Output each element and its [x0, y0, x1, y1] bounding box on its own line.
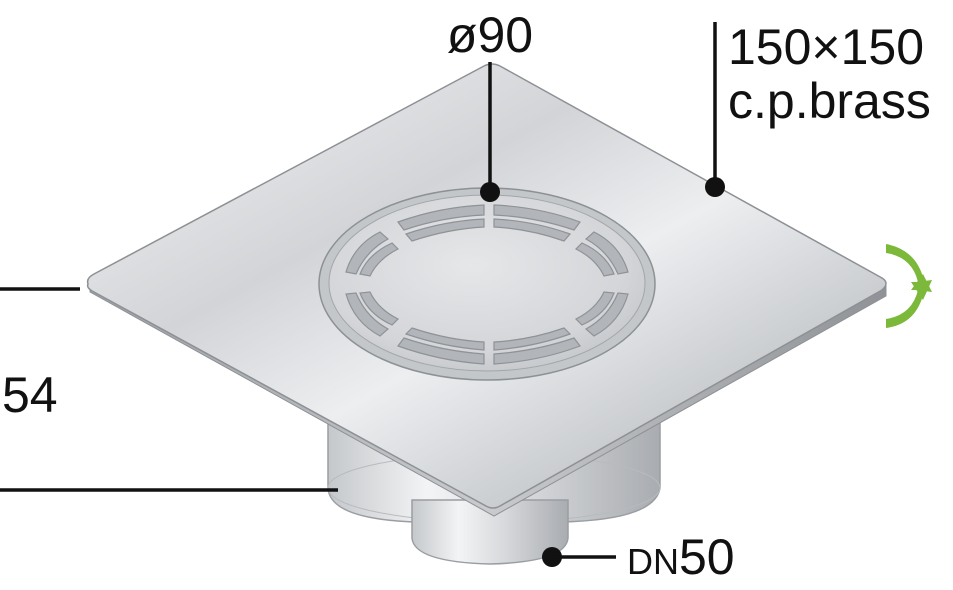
outlet-size: 50	[679, 529, 735, 585]
material-label: c.p.brass	[728, 73, 931, 129]
leader-size	[705, 22, 725, 197]
diameter-label: ø90	[447, 7, 533, 63]
rotate-arrows-icon	[886, 244, 932, 328]
outlet-pipe	[411, 499, 569, 565]
outlet-prefix: DN	[627, 541, 679, 582]
leader-dot-diameter	[480, 182, 500, 202]
leader-diameter	[480, 62, 500, 202]
leader-outlet	[542, 547, 616, 567]
leader-dot-size	[705, 177, 725, 197]
height-label: 54	[2, 367, 58, 423]
grate-slots	[345, 204, 629, 365]
round-grate	[318, 187, 656, 381]
size-label: 150×150	[728, 19, 924, 75]
outlet-label: DN50	[627, 529, 735, 585]
